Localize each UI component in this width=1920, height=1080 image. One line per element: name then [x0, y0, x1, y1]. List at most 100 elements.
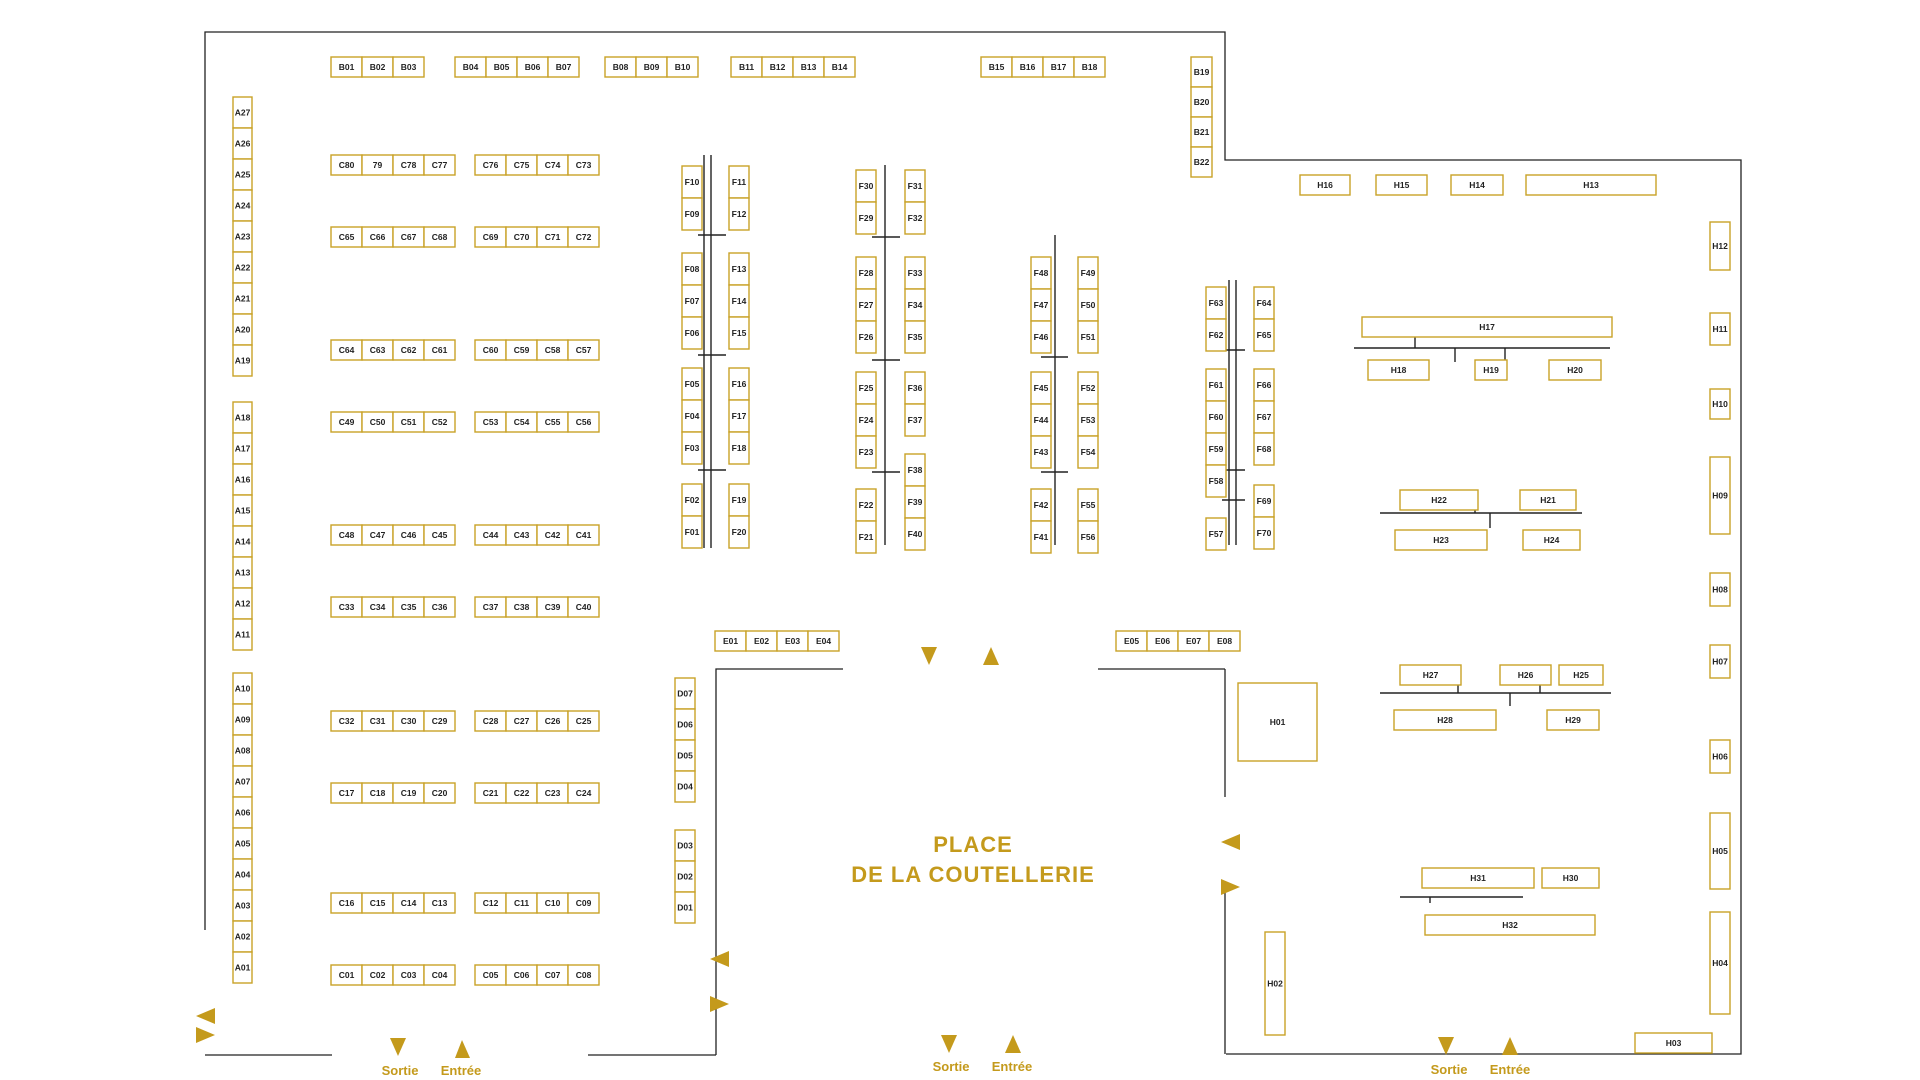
booth-f31[interactable]: F31 [904, 169, 926, 203]
booth-a08[interactable]: A08 [232, 734, 253, 767]
booth-c66[interactable]: C66 [361, 226, 394, 248]
booth-c30[interactable]: C30 [392, 710, 425, 732]
booth-e06[interactable]: E06 [1146, 630, 1179, 652]
booth-h28[interactable]: H28 [1393, 709, 1497, 731]
booth-b15[interactable]: B15 [980, 56, 1013, 78]
booth-a14[interactable]: A14 [232, 525, 253, 558]
booth-b09[interactable]: B09 [635, 56, 668, 78]
booth-a23[interactable]: A23 [232, 220, 253, 253]
booth-c24[interactable]: C24 [567, 782, 600, 804]
booth-c21[interactable]: C21 [474, 782, 507, 804]
booth-c34[interactable]: C34 [361, 596, 394, 618]
booth-c68[interactable]: C68 [423, 226, 456, 248]
booth-f52[interactable]: F52 [1077, 371, 1099, 405]
booth-f40[interactable]: F40 [904, 517, 926, 551]
booth-c36[interactable]: C36 [423, 596, 456, 618]
booth-c69[interactable]: C69 [474, 226, 507, 248]
booth-a11[interactable]: A11 [232, 618, 253, 651]
booth-f68[interactable]: F68 [1253, 432, 1275, 466]
booth-h08[interactable]: H08 [1709, 572, 1731, 607]
booth-f65[interactable]: F65 [1253, 318, 1275, 352]
booth-c72[interactable]: C72 [567, 226, 600, 248]
booth-h04[interactable]: H04 [1709, 911, 1731, 1015]
booth-b06[interactable]: B06 [516, 56, 549, 78]
booth-d02[interactable]: D02 [674, 860, 696, 893]
booth-a25[interactable]: A25 [232, 158, 253, 191]
booth-c25[interactable]: C25 [567, 710, 600, 732]
booth-f43[interactable]: F43 [1030, 435, 1052, 469]
booth-f33[interactable]: F33 [904, 256, 926, 290]
booth-a15[interactable]: A15 [232, 494, 253, 527]
booth-h22[interactable]: H22 [1399, 489, 1479, 511]
booth-c75[interactable]: C75 [505, 154, 538, 176]
booth-c35[interactable]: C35 [392, 596, 425, 618]
booth-c03[interactable]: C03 [392, 964, 425, 986]
booth-f29[interactable]: F29 [855, 201, 877, 235]
booth-a03[interactable]: A03 [232, 889, 253, 922]
booth-h05[interactable]: H05 [1709, 812, 1731, 890]
booth-h20[interactable]: H20 [1548, 359, 1602, 381]
booth-h09[interactable]: H09 [1709, 456, 1731, 535]
booth-b16[interactable]: B16 [1011, 56, 1044, 78]
booth-c77[interactable]: C77 [423, 154, 456, 176]
booth-c31[interactable]: C31 [361, 710, 394, 732]
booth-c01[interactable]: C01 [330, 964, 363, 986]
booth-b13[interactable]: B13 [792, 56, 825, 78]
booth-c49[interactable]: C49 [330, 411, 363, 433]
booth-f32[interactable]: F32 [904, 201, 926, 235]
booth-h29[interactable]: H29 [1546, 709, 1600, 731]
booth-d06[interactable]: D06 [674, 708, 696, 741]
booth-f64[interactable]: F64 [1253, 286, 1275, 320]
booth-c18[interactable]: C18 [361, 782, 394, 804]
booth-c05[interactable]: C05 [474, 964, 507, 986]
booth-c14[interactable]: C14 [392, 892, 425, 914]
booth-f56[interactable]: F56 [1077, 520, 1099, 554]
booth-c47[interactable]: C47 [361, 524, 394, 546]
booth-79[interactable]: 79 [361, 154, 394, 176]
booth-c22[interactable]: C22 [505, 782, 538, 804]
booth-c53[interactable]: C53 [474, 411, 507, 433]
booth-f54[interactable]: F54 [1077, 435, 1099, 469]
booth-b18[interactable]: B18 [1073, 56, 1106, 78]
booth-c04[interactable]: C04 [423, 964, 456, 986]
booth-f12[interactable]: F12 [728, 197, 750, 231]
booth-f23[interactable]: F23 [855, 435, 877, 469]
booth-d03[interactable]: D03 [674, 829, 696, 862]
booth-a18[interactable]: A18 [232, 401, 253, 434]
booth-c15[interactable]: C15 [361, 892, 394, 914]
booth-f36[interactable]: F36 [904, 371, 926, 405]
booth-c20[interactable]: C20 [423, 782, 456, 804]
booth-h06[interactable]: H06 [1709, 739, 1731, 774]
booth-a21[interactable]: A21 [232, 282, 253, 315]
booth-h23[interactable]: H23 [1394, 529, 1488, 551]
booth-a02[interactable]: A02 [232, 920, 253, 953]
booth-f57[interactable]: F57 [1205, 517, 1227, 551]
booth-b22[interactable]: B22 [1190, 146, 1213, 178]
booth-c51[interactable]: C51 [392, 411, 425, 433]
booth-e07[interactable]: E07 [1177, 630, 1210, 652]
booth-c39[interactable]: C39 [536, 596, 569, 618]
booth-f22[interactable]: F22 [855, 488, 877, 522]
booth-c45[interactable]: C45 [423, 524, 456, 546]
booth-f51[interactable]: F51 [1077, 320, 1099, 354]
booth-a22[interactable]: A22 [232, 251, 253, 284]
booth-c40[interactable]: C40 [567, 596, 600, 618]
booth-d01[interactable]: D01 [674, 891, 696, 924]
booth-b21[interactable]: B21 [1190, 116, 1213, 148]
booth-a01[interactable]: A01 [232, 951, 253, 984]
booth-f11[interactable]: F11 [728, 165, 750, 199]
booth-f45[interactable]: F45 [1030, 371, 1052, 405]
booth-e04[interactable]: E04 [807, 630, 840, 652]
booth-e03[interactable]: E03 [776, 630, 809, 652]
booth-c44[interactable]: C44 [474, 524, 507, 546]
booth-f58[interactable]: F58 [1205, 464, 1227, 498]
booth-h02[interactable]: H02 [1264, 931, 1286, 1036]
booth-c60[interactable]: C60 [474, 339, 507, 361]
booth-f21[interactable]: F21 [855, 520, 877, 554]
booth-b03[interactable]: B03 [392, 56, 425, 78]
booth-f13[interactable]: F13 [728, 252, 750, 286]
booth-b02[interactable]: B02 [361, 56, 394, 78]
booth-c59[interactable]: C59 [505, 339, 538, 361]
booth-h07[interactable]: H07 [1709, 644, 1731, 679]
booth-c41[interactable]: C41 [567, 524, 600, 546]
